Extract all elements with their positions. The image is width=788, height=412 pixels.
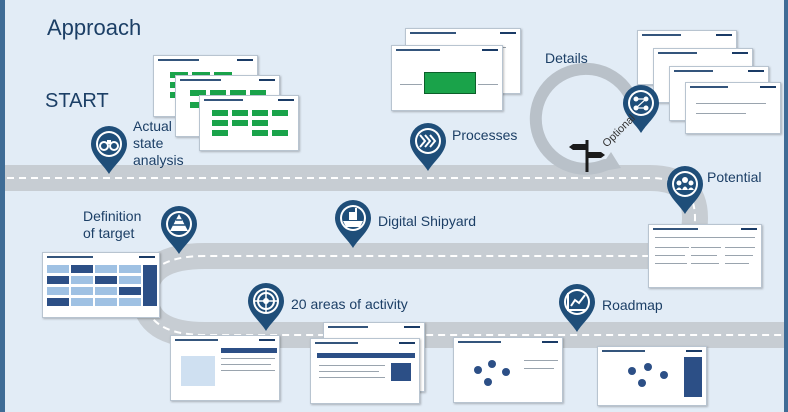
- ship-icon: [335, 200, 371, 248]
- details-slide-4: [685, 82, 781, 134]
- areas-label: 20 areas of activity: [291, 296, 408, 312]
- processes-label: Processes: [452, 127, 518, 143]
- details-label: Details: [545, 50, 588, 66]
- milestone-pins: [91, 85, 703, 332]
- activity-slide-1: [170, 335, 280, 401]
- digital-shipyard-label: Digital Shipyard: [378, 213, 477, 229]
- roadmap-slide-1: [453, 337, 563, 403]
- roadmap-slide-2: [597, 346, 707, 406]
- potential-label: Potential: [707, 169, 762, 185]
- flow-nodes-icon: [623, 85, 659, 133]
- target-icon: [248, 283, 284, 331]
- target-slide: [42, 252, 160, 318]
- page-title: Approach: [47, 15, 142, 40]
- start-label: START: [45, 90, 109, 112]
- signpost-icon: [569, 140, 605, 172]
- chevrons-icon: [410, 123, 446, 171]
- pyramid-icon: [161, 206, 197, 254]
- actual-state-slide-3: [199, 95, 299, 151]
- potential-slide: [648, 224, 762, 288]
- roadmap-label: Roadmap: [602, 297, 663, 313]
- binoculars-icon: [91, 126, 127, 174]
- definition-label: Definition of target: [83, 208, 142, 241]
- activity-slide-3: [310, 338, 420, 404]
- process-slide-2: [391, 45, 503, 111]
- trend-chart-icon: [559, 284, 595, 332]
- actual-state-label: Actual state analysis: [133, 118, 184, 168]
- team-icon: [667, 166, 703, 214]
